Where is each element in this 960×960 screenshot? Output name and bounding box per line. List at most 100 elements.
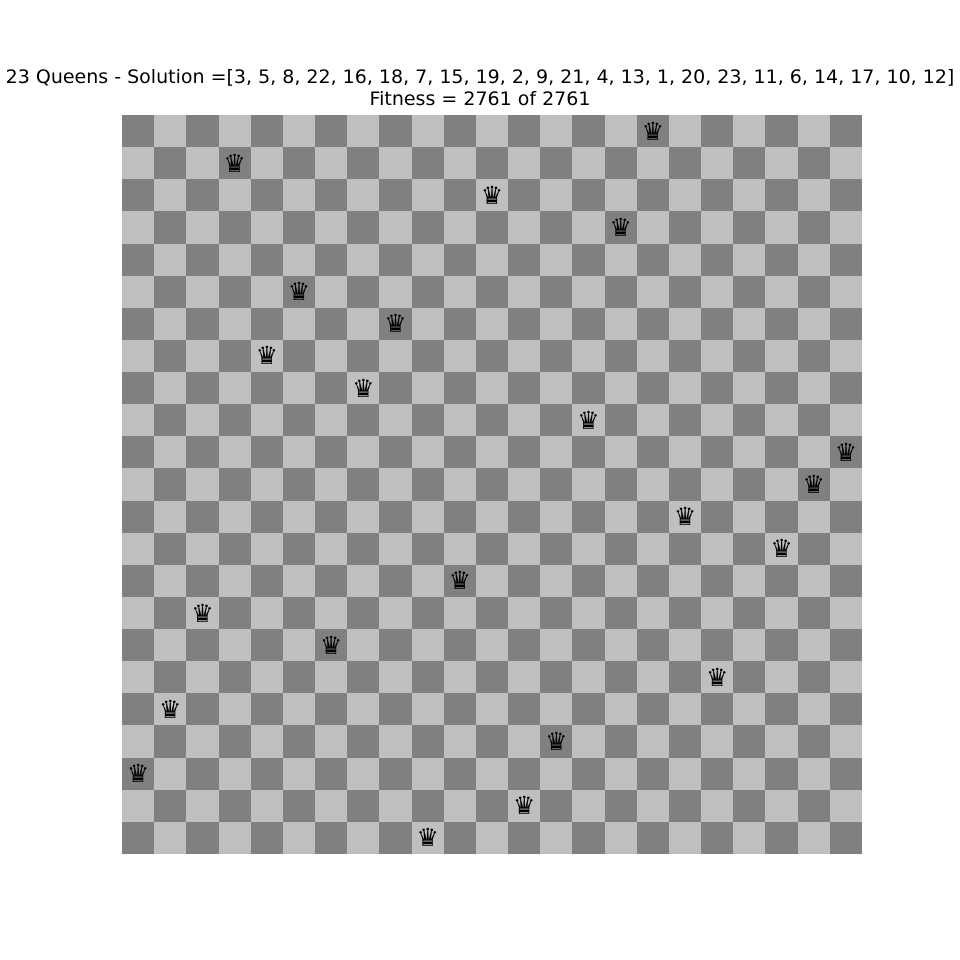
board-square: [765, 339, 798, 373]
board-square: [186, 436, 219, 469]
board-square: [572, 564, 605, 597]
board-square: [829, 468, 862, 501]
board-square: [829, 339, 862, 373]
board-square: [701, 404, 734, 437]
queen-icon: ♛: [706, 662, 729, 692]
board-square: [668, 339, 702, 373]
board-square: [154, 243, 187, 276]
fitness-subtitle: Fitness = 2761 of 2761: [369, 88, 591, 110]
board-square: [540, 821, 573, 854]
queen-icon: ♛: [191, 598, 214, 628]
board-square: [604, 596, 637, 630]
queen-icon: ♛: [416, 823, 439, 853]
board-square: [186, 307, 219, 340]
board-square: [122, 275, 155, 308]
board-square: [411, 339, 444, 373]
board-square: [282, 821, 316, 854]
board-square: [475, 115, 509, 148]
board-square: [540, 372, 573, 405]
board-square: [411, 115, 444, 148]
board-square: [701, 789, 734, 822]
board-square: [572, 532, 605, 565]
board-square: [379, 404, 412, 437]
board-square: [315, 468, 348, 501]
board-square: [572, 211, 605, 244]
board-square: [443, 179, 476, 212]
board-square: [701, 725, 734, 758]
board-square: [765, 436, 798, 469]
board-square: [379, 532, 412, 565]
board-square: [411, 211, 444, 244]
board-square: [282, 661, 316, 694]
queen-icon: ♛: [287, 277, 311, 307]
board-square: [411, 532, 444, 565]
board-square: [250, 500, 283, 533]
board-square: [540, 468, 573, 501]
board-square: [797, 821, 830, 854]
board-square: [572, 115, 605, 148]
board-square: [572, 307, 605, 340]
board-square: [540, 596, 573, 630]
board-square: ♛: [765, 532, 798, 565]
board-square: [733, 661, 766, 694]
board-square: [443, 821, 476, 854]
board-square: [829, 179, 862, 212]
board-square: [218, 179, 251, 212]
board-square: [218, 821, 251, 854]
board-square: [701, 147, 734, 180]
board-square: [379, 693, 412, 726]
board-square: [379, 275, 412, 308]
board-square: [218, 629, 251, 662]
board-square: [282, 211, 316, 244]
board-square: [411, 500, 444, 533]
board-square: [668, 179, 702, 212]
board-square: [540, 275, 573, 308]
board-square: [540, 532, 573, 565]
board-square: [218, 661, 251, 694]
queen-icon: ♛: [352, 373, 375, 403]
board-square: [797, 372, 830, 405]
board-square: [411, 404, 444, 437]
board-square: [154, 211, 187, 244]
board-square: [701, 629, 734, 662]
board-square: ♛: [540, 725, 573, 758]
board-square: [572, 596, 605, 630]
board-square: [379, 211, 412, 244]
board-square: [379, 629, 412, 662]
board-square: [411, 596, 444, 630]
board-square: [475, 629, 509, 662]
board-square: [218, 404, 251, 437]
board-square: [347, 789, 380, 822]
board-square: [218, 725, 251, 758]
board-square: [668, 115, 702, 148]
board-square: [701, 372, 734, 405]
board-square: [250, 115, 283, 148]
board-square: [122, 500, 155, 533]
board-square: [218, 211, 251, 244]
board-square: [475, 147, 509, 180]
board-square: [443, 211, 476, 244]
chart-title: 23 Queens - Solution =[3, 5, 8, 22, 16, …: [5, 66, 955, 88]
board-square: [250, 661, 283, 694]
board-square: [733, 693, 766, 726]
board-square: [572, 757, 605, 790]
board-square: [508, 243, 541, 276]
board-square: [154, 436, 187, 469]
board-square: [122, 147, 155, 180]
board-square: ♛: [508, 789, 541, 822]
board-square: [572, 275, 605, 308]
board-square: [475, 307, 509, 340]
board-square: [154, 564, 187, 597]
board-square: [829, 596, 862, 630]
board-square: [572, 436, 605, 469]
board-square: [604, 115, 637, 148]
board-square: [475, 757, 509, 790]
board-square: [347, 404, 380, 437]
board-square: [122, 307, 155, 340]
board-square: [765, 275, 798, 308]
board-square: [122, 115, 155, 148]
board-square: [508, 564, 541, 597]
board-square: [443, 693, 476, 726]
board-square: [668, 243, 702, 276]
board-square: [668, 307, 702, 340]
